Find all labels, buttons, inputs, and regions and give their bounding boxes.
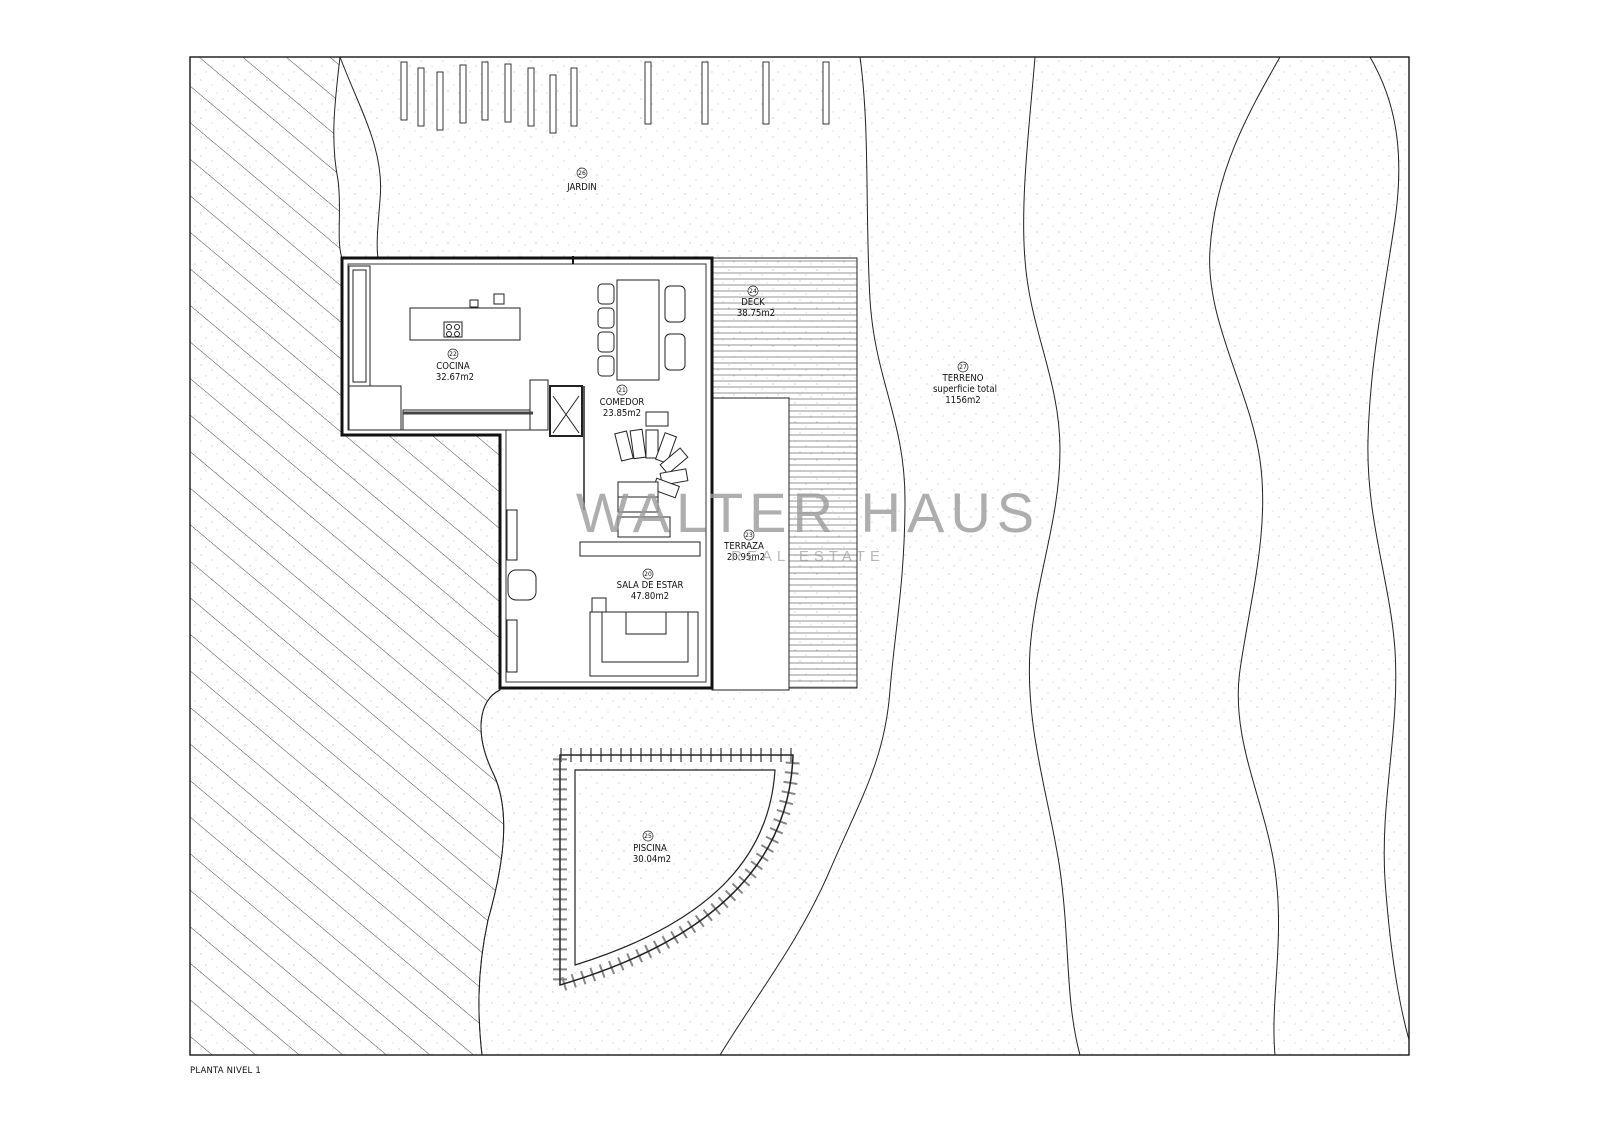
svg-text:COCINA: COCINA (436, 361, 470, 372)
spiral-staircase (614, 411, 689, 538)
kitchen-fittings (348, 265, 549, 431)
pool (553, 748, 801, 995)
svg-text:JARDIN: JARDIN (566, 182, 597, 193)
terraza-slab (711, 397, 790, 691)
dining-set (597, 279, 686, 381)
svg-text:30.04m2: 30.04m2 (633, 854, 671, 865)
garden-planters (400, 61, 830, 134)
watermark-title: WALTER HAUS (576, 481, 1040, 544)
room-label-sala: 20 SALA DE ESTAR 47.80m2 (617, 568, 684, 602)
room-label-terraza: 23 TERRAZA 20.95m2 (723, 529, 765, 563)
svg-text:23: 23 (745, 532, 753, 539)
garden-right-edge (719, 56, 906, 1056)
svg-text:20.95m2: 20.95m2 (727, 552, 765, 563)
garden-left-edge (339, 56, 382, 259)
pool-side-edge (478, 689, 505, 1056)
svg-text:32.67m2: 32.67m2 (436, 372, 474, 383)
svg-text:COMEDOR: COMEDOR (600, 397, 645, 408)
svg-text:38.75m2: 38.75m2 (737, 308, 775, 319)
terrain-wave-3 (1367, 56, 1410, 1041)
svg-text:22: 22 (449, 351, 457, 358)
elevator-shaft (549, 385, 583, 437)
room-label-piscina: 25 PISCINA 30.04m2 (633, 830, 671, 865)
terrain-wave-1 (1023, 56, 1081, 1056)
svg-text:SALA DE ESTAR: SALA DE ESTAR (617, 580, 684, 591)
svg-text:superficie total: superficie total (933, 384, 997, 395)
svg-text:26: 26 (578, 170, 586, 177)
svg-text:27: 27 (959, 364, 967, 371)
svg-text:DECK: DECK (741, 297, 765, 308)
svg-text:1156m2: 1156m2 (945, 395, 981, 406)
svg-text:24: 24 (749, 288, 757, 295)
living-furniture (506, 509, 701, 677)
svg-text:TERRENO: TERRENO (941, 373, 983, 384)
room-label-terreno: 27 TERRENO superficie total 1156m2 (933, 361, 997, 406)
watermark-subtitle: REAL ESTATE (731, 548, 885, 565)
svg-text:TERRAZA: TERRAZA (723, 541, 764, 552)
room-label-jardin: 26 JARDIN (566, 167, 597, 193)
room-label-cocina: 22 COCINA 32.67m2 (436, 348, 474, 383)
svg-text:20: 20 (644, 571, 652, 578)
svg-text:21: 21 (618, 387, 626, 394)
room-label-deck: 24 DECK 38.75m2 (737, 285, 775, 319)
terrain-wave-2 (1209, 56, 1281, 1056)
room-label-comedor: 21 COMEDOR 23.85m2 (600, 384, 645, 419)
drawing-caption: PLANTA NIVEL 1 (190, 1066, 261, 1076)
svg-text:47.80m2: 47.80m2 (631, 591, 669, 602)
svg-text:25: 25 (644, 833, 652, 840)
svg-text:PISCINA: PISCINA (633, 843, 667, 854)
svg-text:23.85m2: 23.85m2 (603, 408, 641, 419)
